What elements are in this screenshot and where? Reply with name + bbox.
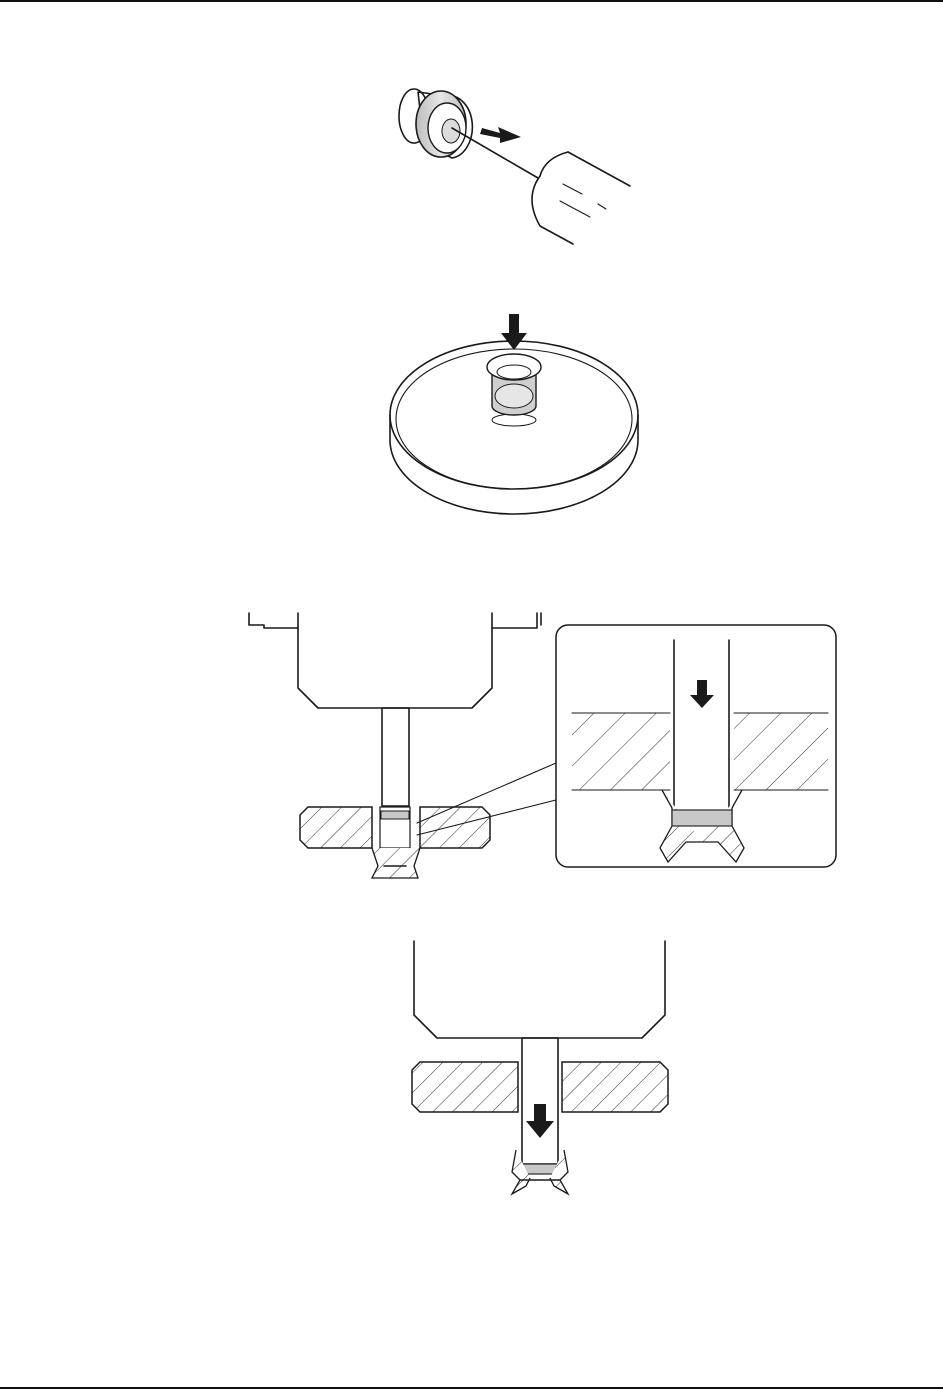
cap-removal-figure: [399, 89, 630, 244]
holder-outline: [249, 613, 537, 708]
plunger-rod: [382, 708, 409, 806]
callout-slab-right: [734, 713, 828, 790]
barrel-glint: [563, 184, 582, 194]
barrel-top-edge: [568, 152, 630, 186]
holder-outline-2: [414, 941, 665, 1038]
arrow-down-icon: [526, 1104, 554, 1138]
pressed-through-figure: [412, 941, 668, 1194]
barrel-tip: [540, 152, 568, 176]
arrow-right-icon: [480, 127, 521, 143]
plate-right-2: [562, 1062, 668, 1112]
cap-on-disc-figure: [390, 314, 638, 514]
cap-flange-section: [372, 848, 420, 878]
plate-left-2: [412, 1062, 518, 1112]
cap-base: [492, 414, 536, 426]
barrel-glint: [560, 201, 590, 217]
cap-seal-2: [522, 1164, 558, 1174]
detail-callout: [556, 625, 836, 867]
cap-hole: [497, 365, 531, 379]
disc-side: [390, 415, 638, 514]
cap-in-bore: [381, 811, 409, 819]
plunger-rod-2: [522, 1038, 558, 1164]
barrel-glint: [598, 204, 606, 209]
plate-right: [420, 807, 490, 848]
cap-inner-upright: [495, 384, 533, 408]
cross-section-figure: [249, 613, 836, 878]
callout-slab-left: [572, 713, 670, 790]
callout-cap-seal: [672, 810, 732, 826]
arrow-down-icon: [501, 314, 527, 350]
plate-left: [300, 807, 372, 848]
